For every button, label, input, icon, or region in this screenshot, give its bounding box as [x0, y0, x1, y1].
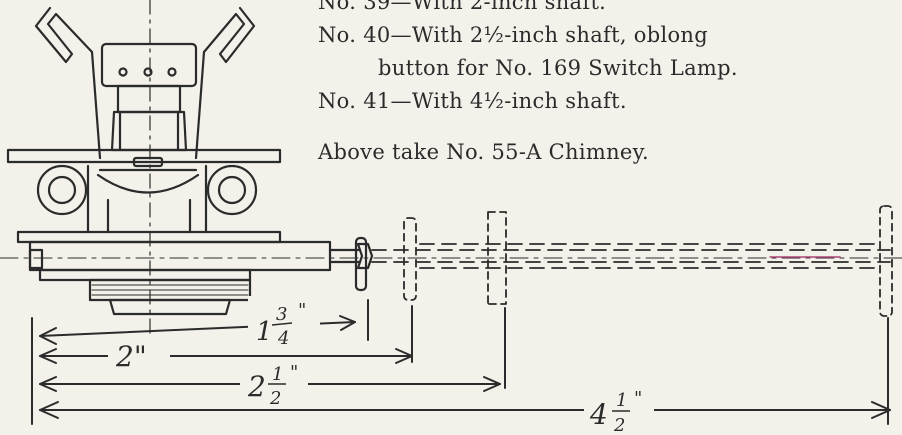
wick-collar — [28, 240, 332, 272]
wick-knob — [356, 242, 374, 270]
cap-hole-center — [143, 67, 153, 77]
dim-label-1-3-4-num: 3 — [276, 304, 287, 325]
dim-label-2-1-2-mark: " — [290, 362, 298, 383]
dim-label-2-1-2-num: 1 — [272, 364, 283, 385]
neck-upper — [116, 84, 182, 114]
item-39-text: No. 39—With 2-inch shaft. — [318, 0, 607, 14]
cap-hole-right — [167, 67, 177, 77]
knob-4half-dashed — [879, 205, 893, 317]
dim-label-4-1-2-mark: " — [634, 388, 642, 409]
lower-plate — [16, 230, 282, 244]
knob-oblong-dashed — [487, 211, 507, 305]
neck-lower — [110, 110, 188, 152]
dim-label-4-1-2-whole: 4 — [589, 398, 608, 431]
left-wire-holder — [34, 6, 102, 160]
dim-label-2-1-2-den: 2 — [269, 388, 281, 409]
dim-label-1-3-4-mark: " — [298, 300, 306, 321]
top-cap — [100, 42, 198, 88]
right-coil — [206, 164, 258, 216]
dim-label-1-3-4-whole: 1 — [256, 317, 273, 347]
knob-2in-dashed — [403, 217, 417, 301]
dim-label-4-1-2-num: 1 — [616, 390, 627, 411]
burner-body — [86, 164, 208, 234]
cap-hole-left — [118, 67, 128, 77]
item-41-text: No. 41—With 4½-inch shaft. — [318, 89, 627, 113]
dim-label-1-3-4-den: 4 — [277, 328, 289, 349]
dim-label-2-1-2-whole: 2 — [247, 370, 266, 403]
dim-label-4-1-2-den: 2 — [613, 415, 625, 435]
chimney-note: Above take No. 55-A Chimney. — [318, 140, 649, 164]
item-40-text: No. 40—With 2½-inch shaft, oblong — [318, 23, 709, 47]
dim-label-2: 2" — [115, 340, 147, 373]
right-wire-holder — [194, 6, 256, 160]
item-40-continuation: button for No. 169 Switch Lamp. — [378, 56, 738, 80]
left-coil — [36, 164, 88, 216]
gallery-plate — [6, 148, 282, 164]
description-text: No. 39—With 2-inch shaft. No. 40—With 2½… — [318, 0, 878, 169]
